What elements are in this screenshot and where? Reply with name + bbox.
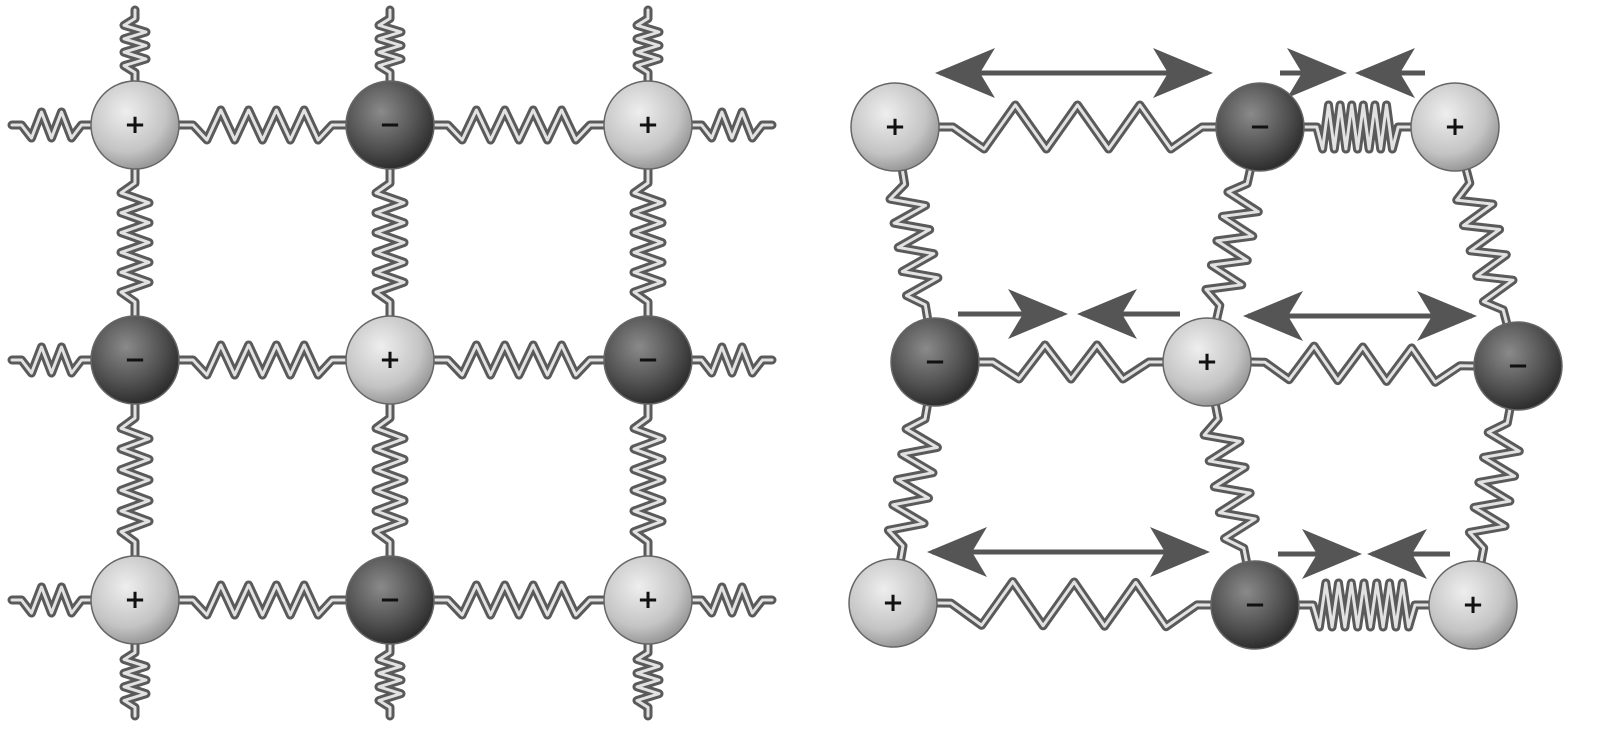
positive-sign: + <box>124 110 146 140</box>
left-ion: − <box>90 315 180 405</box>
horizontal-spring <box>429 105 609 145</box>
edge-spring-left <box>7 342 96 378</box>
vertical-spring <box>629 164 667 321</box>
negative-sign: − <box>924 347 946 377</box>
horizontal-spring <box>174 105 351 145</box>
horizontal-spring <box>429 580 609 620</box>
horizontal-spring <box>1294 578 1434 632</box>
left-ion: + <box>345 315 435 405</box>
positive-sign: + <box>637 585 659 615</box>
left-ion: − <box>603 315 693 405</box>
negative-sign: − <box>1249 112 1271 142</box>
right-ion: + <box>850 82 940 172</box>
edge-spring-left <box>7 107 96 143</box>
edge-spring-right <box>687 107 777 143</box>
horizontal-spring <box>429 340 609 380</box>
vertical-spring <box>1199 400 1260 567</box>
springs-layer <box>7 5 1524 721</box>
horizontal-spring <box>974 340 1168 384</box>
positive-sign: + <box>882 588 904 618</box>
horizontal-spring <box>932 577 1216 632</box>
right-ion: + <box>848 558 938 648</box>
edge-spring-bottom <box>119 639 151 721</box>
negative-sign: − <box>1244 590 1266 620</box>
vertical-spring <box>1464 404 1524 567</box>
right-ion: + <box>1428 560 1518 650</box>
right-ion: + <box>1162 317 1252 407</box>
positive-sign: + <box>1462 590 1484 620</box>
left-ion: − <box>345 555 435 645</box>
right-ion: + <box>1410 82 1500 172</box>
vertical-spring <box>371 399 409 561</box>
positive-sign: + <box>884 112 906 142</box>
vertical-spring <box>371 164 409 321</box>
negative-sign: − <box>124 345 146 375</box>
negative-sign: − <box>637 345 659 375</box>
arrows-layer <box>927 48 1477 579</box>
left-ion: + <box>90 555 180 645</box>
left-ion: + <box>603 555 693 645</box>
edge-spring-top <box>119 5 151 86</box>
edge-spring-right <box>687 582 777 618</box>
negative-sign: − <box>379 585 401 615</box>
horizontal-spring <box>174 340 351 380</box>
horizontal-spring <box>1299 100 1416 154</box>
right-ion: − <box>890 317 980 407</box>
edge-spring-bottom <box>374 639 406 721</box>
right-ion: − <box>1473 321 1563 411</box>
vertical-spring <box>885 165 943 324</box>
left-ion: − <box>345 80 435 170</box>
left-ion: + <box>603 80 693 170</box>
negative-sign: − <box>1507 351 1529 381</box>
right-ion: − <box>1210 560 1300 650</box>
vertical-spring <box>629 399 667 561</box>
edge-spring-left <box>7 582 96 618</box>
vertical-spring <box>116 399 154 561</box>
vertical-spring <box>1452 165 1518 328</box>
edge-spring-right <box>687 342 777 378</box>
left-ion: + <box>90 80 180 170</box>
edge-spring-top <box>374 5 406 86</box>
positive-sign: + <box>1196 347 1218 377</box>
vertical-spring <box>116 164 154 321</box>
vertical-spring <box>1201 165 1263 324</box>
horizontal-spring <box>934 100 1221 154</box>
ions-layer: + − + − + − + − + + − + − + − + − + <box>90 80 1563 650</box>
negative-sign: − <box>379 110 401 140</box>
positive-sign: + <box>1444 112 1466 142</box>
positive-sign: + <box>637 110 659 140</box>
positive-sign: + <box>379 345 401 375</box>
right-ion: − <box>1215 82 1305 172</box>
horizontal-spring <box>174 580 351 620</box>
positive-sign: + <box>124 585 146 615</box>
edge-spring-top <box>632 5 664 86</box>
vertical-spring <box>883 400 942 565</box>
edge-spring-bottom <box>632 639 664 721</box>
horizontal-spring <box>1246 341 1479 387</box>
